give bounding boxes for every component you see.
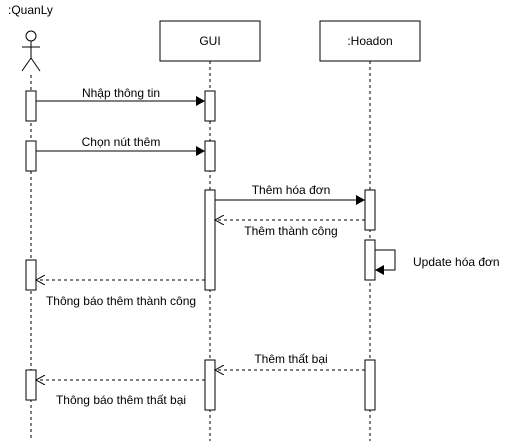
activation-gui-3 (204, 189, 216, 291)
participant-gui-label: GUI (199, 34, 220, 48)
participant-gui: GUI (159, 20, 261, 62)
message-them-hoa-don: Thêm hóa đơn (215, 183, 365, 205)
message-label: Thêm thất bại (254, 352, 327, 366)
activation-hoadon-1 (364, 189, 376, 231)
activation-gui-2 (204, 140, 216, 172)
message-nhap-thong-tin: Nhập thông tin (36, 86, 205, 106)
participant-hoadon-label: :Hoadon (347, 34, 392, 48)
message-label: Chọn nút thêm (82, 135, 161, 149)
message-thong-bao-them-that-bai: Thông báo thêm thất bại (36, 380, 205, 407)
message-label: Thông báo thêm thất bại (56, 393, 186, 407)
message-chon-nut-them: Chọn nút thêm (36, 135, 205, 156)
message-thong-bao-them-thanh-cong: Thông báo thêm thành công (36, 280, 205, 308)
actor-quanly: :QuanLy (8, 3, 53, 72)
message-label: Thêm thành công (244, 224, 337, 238)
activation-quanly-3 (25, 259, 37, 291)
message-update-hoa-don: Update hóa đơn (375, 249, 500, 275)
activation-hoadon-2 (364, 239, 376, 281)
activation-quanly-4 (25, 369, 37, 401)
stick-figure-icon (21, 30, 41, 72)
message-label: Thêm hóa đơn (252, 183, 331, 197)
message-label: Update hóa đơn (413, 255, 500, 269)
participant-hoadon: :Hoadon (319, 20, 421, 62)
activation-gui-1 (204, 90, 216, 122)
message-them-that-bai: Thêm thất bại (215, 352, 365, 370)
activation-quanly-1 (25, 90, 37, 122)
message-them-thanh-cong: Thêm thành công (215, 220, 365, 238)
message-label: Nhập thông tin (82, 86, 160, 100)
activation-hoadon-3 (364, 359, 376, 411)
activation-quanly-2 (25, 140, 37, 172)
actor-quanly-label: :QuanLy (8, 3, 53, 17)
message-label: Thông báo thêm thành công (46, 294, 196, 308)
activation-gui-4 (204, 359, 216, 411)
